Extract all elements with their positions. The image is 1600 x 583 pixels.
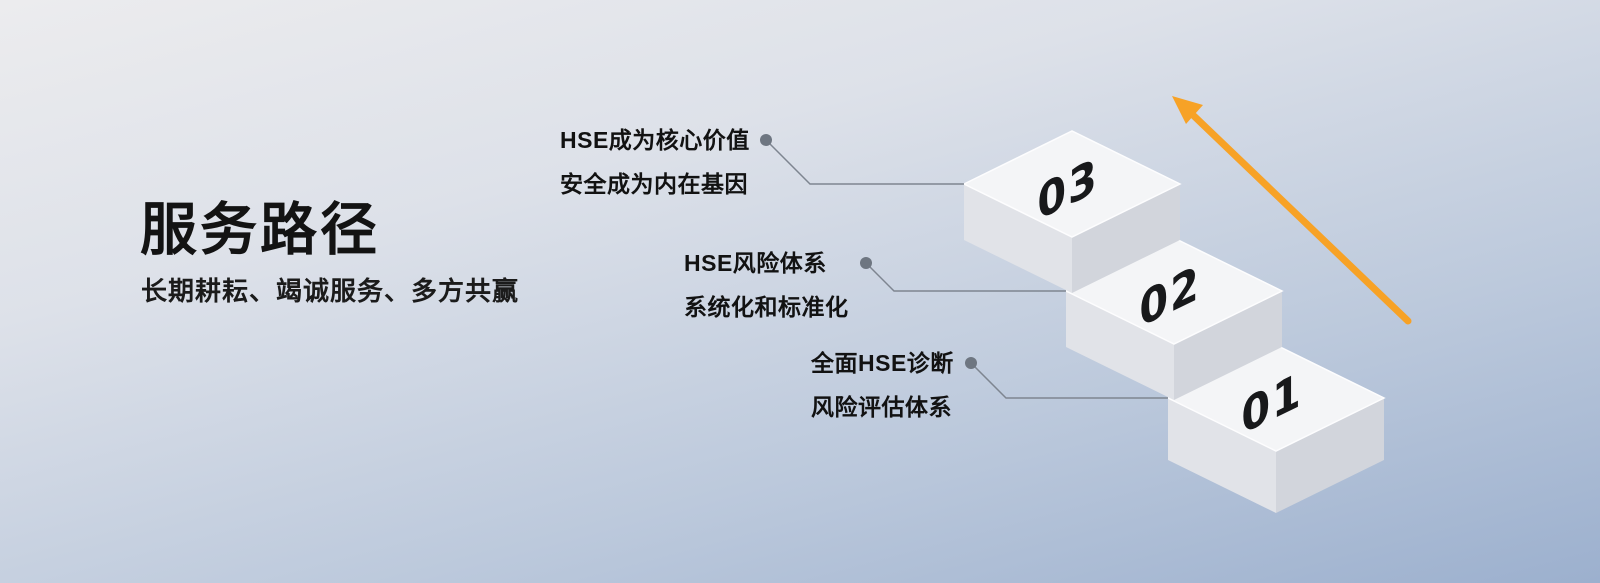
page-title: 服务路径 [140,198,380,262]
connector-dot-step-3 [760,134,772,146]
connector-line-step-1 [970,362,1168,399]
step-2-label-line2: 系统化和标准化 [684,294,849,320]
step-1-label-line1: 全面HSE诊断 [811,350,954,376]
growth-arrow [1172,96,1412,325]
step-2-label-line1: HSE风险体系 [684,250,827,276]
step-1-left-face [1168,398,1276,513]
step-3-block [962,130,1182,293]
connector-line-step-2 [865,262,1066,292]
step-1-right-face [1276,398,1384,513]
growth-arrow-head [1172,96,1203,124]
step-1-label-line2: 风险评估体系 [811,394,952,420]
step-3-top-face [962,130,1182,238]
growth-arrow-shaft [1190,112,1412,325]
step-3-label: HSE成为核心价值 安全成为内在基因 [560,118,750,206]
step-2-right-face [1174,291,1282,400]
connector-dot-step-2 [860,257,872,269]
callout-dots [760,134,977,369]
callout-connectors [765,139,1168,399]
step-3-left-face [964,184,1072,293]
step-3-right-face [1072,184,1180,293]
step-3-label-line2: 安全成为内在基因 [560,171,748,197]
step-3-label-line1: HSE成为核心价值 [560,127,750,153]
step-2-left-face [1066,291,1174,400]
step-2-label: HSE风险体系 系统化和标准化 [684,241,849,329]
connector-dot-step-1 [965,357,977,369]
step-1-label: 全面HSE诊断 风险评估体系 [811,341,954,429]
page-subtitle: 长期耕耘、竭诚服务、多方共赢 [141,276,520,306]
connector-line-step-3 [765,139,964,185]
